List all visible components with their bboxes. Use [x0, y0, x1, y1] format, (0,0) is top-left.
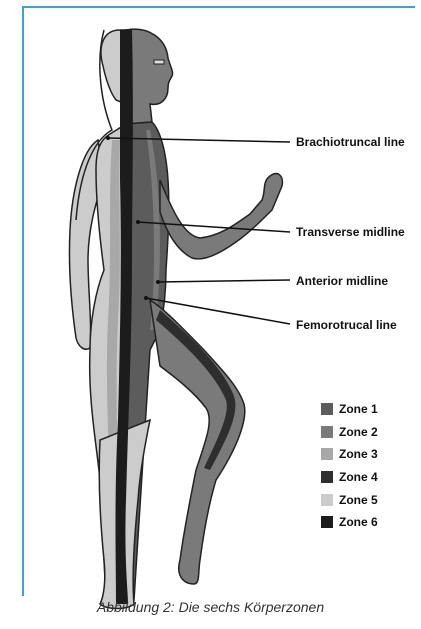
swatch-zone-3 [321, 448, 333, 460]
swatch-zone-5 [321, 494, 333, 506]
legend-item: Zone 5 [321, 488, 416, 511]
legend-label: Zone 5 [339, 493, 378, 507]
femorotrucal-label: Femorotrucal line [296, 318, 397, 332]
brachiotruncal-label: Brachiotruncal line [296, 135, 405, 149]
zone-legend: Zone 1 Zone 2 Zone 3 Zone 4 Zone 5 Zone … [321, 398, 416, 534]
swatch-zone-4 [321, 471, 333, 483]
figure-caption: Abbildung 2: Die sechs Körperzonen [0, 599, 421, 615]
legend-item: Zone 6 [321, 511, 416, 534]
callout-anterior: Anterior midline [156, 274, 388, 288]
legend-label: Zone 6 [339, 515, 378, 529]
legend-label: Zone 3 [339, 447, 378, 461]
callout-femorotrucal: Femorotrucal line [144, 296, 397, 332]
legend-item: Zone 3 [321, 443, 416, 466]
swatch-zone-6 [321, 516, 333, 528]
legend-label: Zone 1 [339, 402, 378, 416]
legend-item: Zone 2 [321, 421, 416, 444]
legend-item: Zone 1 [321, 398, 416, 421]
swatch-zone-1 [321, 403, 333, 415]
legend-item: Zone 4 [321, 466, 416, 489]
eye [154, 60, 164, 64]
transverse-label: Transverse midline [296, 225, 405, 239]
front-leg [150, 300, 245, 584]
anterior-label: Anterior midline [296, 274, 388, 288]
swatch-zone-2 [321, 426, 333, 438]
legend-label: Zone 2 [339, 425, 378, 439]
legend-label: Zone 4 [339, 470, 378, 484]
head-front [126, 29, 173, 124]
front-arm [160, 174, 282, 259]
